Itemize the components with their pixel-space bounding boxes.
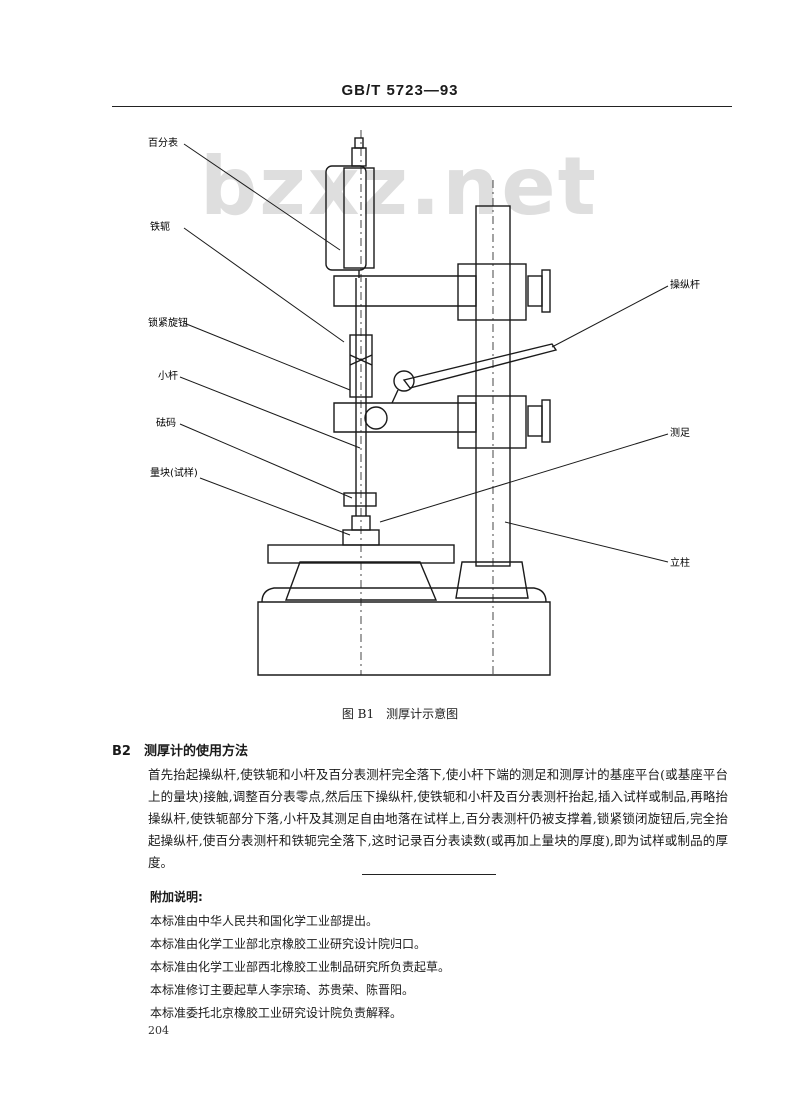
upper-arm (333, 275, 477, 307)
thickness-gauge-diagram: 百分表 铁轭 锁紧旋钮 小杆 砝码 量块(试样) 操纵杆 测足 立柱 (148, 130, 700, 676)
dial-gauge-face (343, 167, 375, 269)
upper-knob (527, 275, 543, 307)
label-foot: 测足 (670, 426, 690, 439)
label-column: 立柱 (670, 556, 690, 569)
note-item: 本标准修订主要起草人李宗琦、苏贵荣、陈晋阳。 (150, 983, 415, 997)
lever-pivot (393, 370, 415, 392)
label-gauge-block: 量块(试样) (150, 466, 198, 479)
header-rule (112, 106, 732, 107)
label-small-rod: 小杆 (158, 370, 178, 382)
lower-knob (527, 405, 543, 437)
note-item: 本标准委托北京橡胶工业研究设计院负责解释。 (150, 1006, 403, 1020)
label-lock-knob: 锁紧旋钮 (148, 316, 188, 329)
note-item: 本标准由化学工业部西北橡胶工业制品研究所负责起草。 (150, 960, 451, 974)
page-number: 204 (148, 1024, 169, 1037)
label-weight: 砝码 (156, 416, 176, 429)
label-iron-arm: 铁轭 (150, 220, 170, 233)
watermark: bzxz.net (200, 140, 598, 233)
closing-rule (362, 874, 496, 875)
figure-caption: 图 B1 测厚计示意图 (341, 707, 459, 721)
note-item: 本标准由中华人民共和国化学工业部提出。 (150, 914, 379, 928)
lower-clamp (457, 395, 527, 449)
label-lever: 操纵杆 (670, 278, 700, 291)
upper-clamp (457, 263, 527, 321)
document-header-title: GB/T 5723—93 (341, 82, 459, 99)
platform-support (284, 561, 438, 601)
weight (343, 492, 377, 507)
lever (402, 343, 558, 389)
section-body-text: 首先抬起操纵杆,使铁轭和小杆及百分表测杆完全落下,使小杆下端的测足和测厚计的基座… (148, 767, 728, 870)
column-base (455, 561, 529, 599)
lower-arm (333, 402, 477, 433)
base-pedestal (257, 601, 551, 676)
label-dial-gauge: 百分表 (148, 136, 178, 149)
section-heading: B2 测厚计的使用方法 (112, 744, 248, 759)
dial-gauge-body (325, 165, 367, 271)
notes-heading: 附加说明: (150, 890, 203, 904)
note-item: 本标准由化学工业部北京橡胶工业研究设计院归口。 (150, 937, 427, 951)
base-top (261, 587, 547, 603)
pulley (364, 406, 388, 430)
